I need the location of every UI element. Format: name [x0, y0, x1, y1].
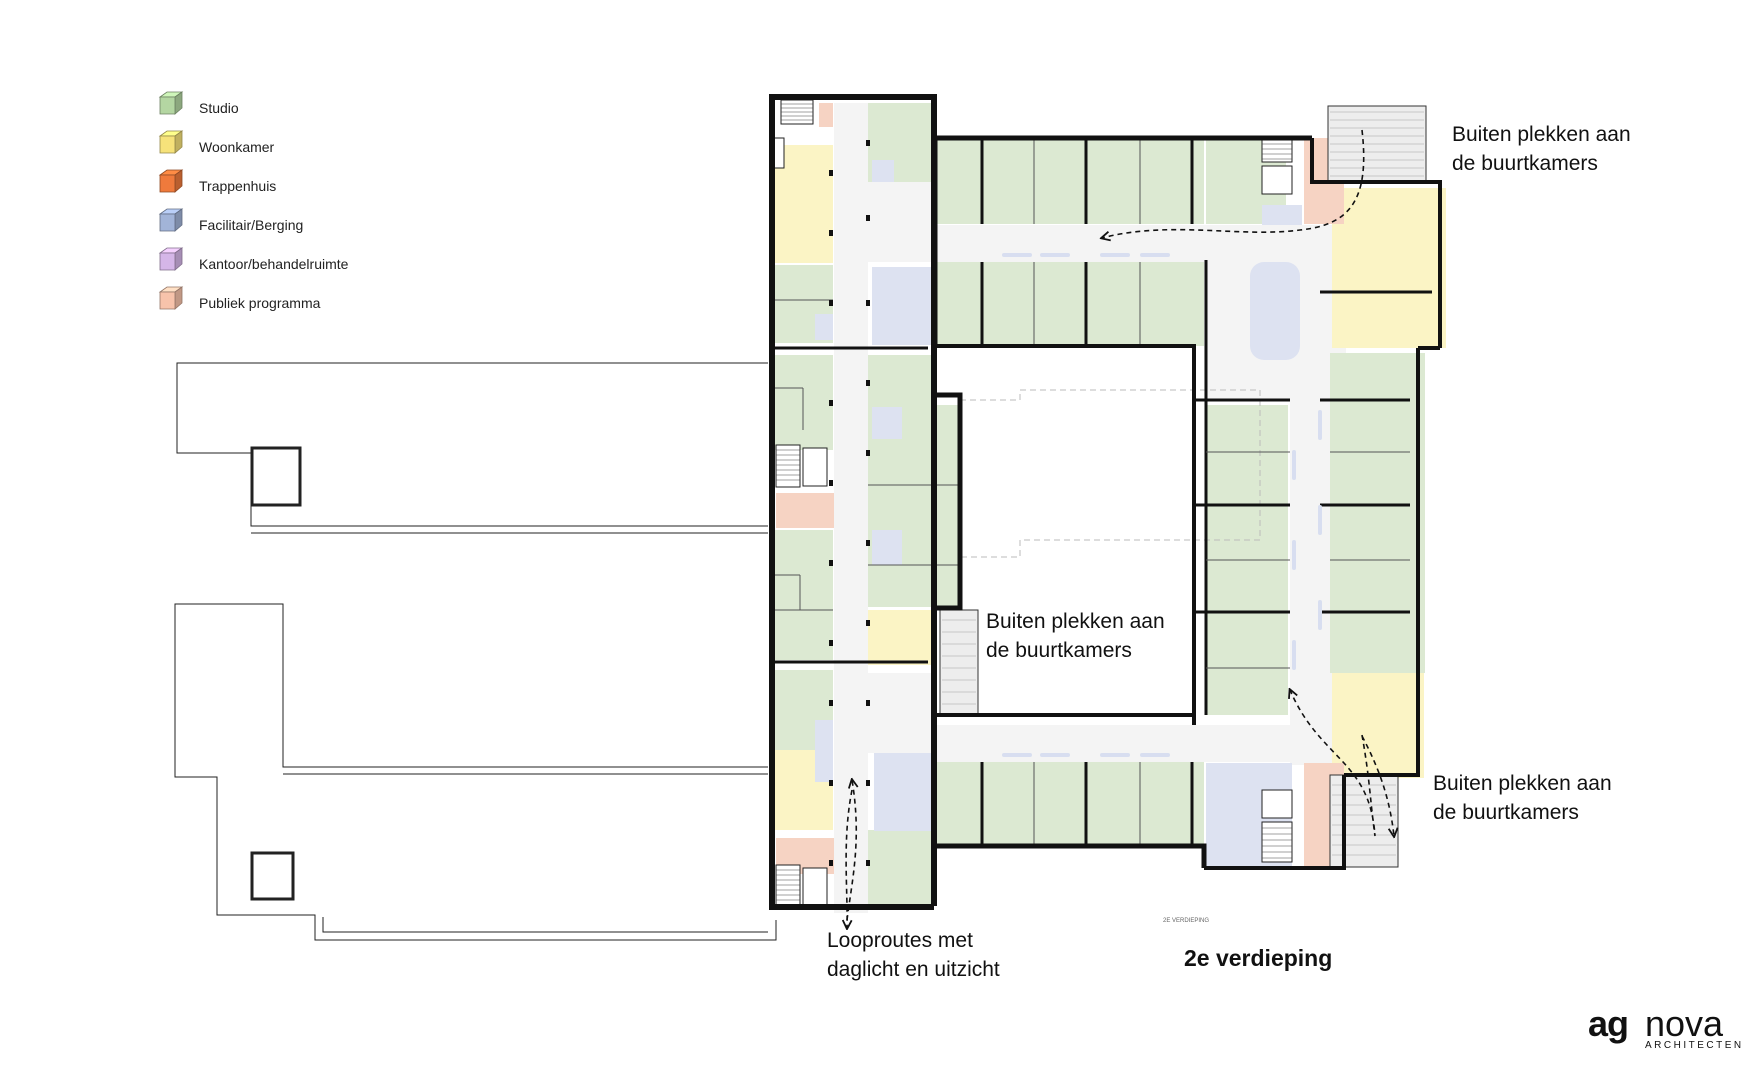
facilitair-swatch-icon	[158, 208, 184, 232]
terrace-hatching	[942, 111, 1424, 856]
courtyard-dashed	[960, 389, 1261, 558]
logo-nova: nova	[1645, 1003, 1724, 1044]
lift-icon	[1261, 789, 1293, 819]
route-arrows	[846, 129, 1394, 928]
studio-swatch-icon	[158, 91, 184, 115]
legend-label: Kantoor/behandelruimte	[199, 256, 349, 272]
annotation-line: Buiten plekken aan	[986, 610, 1165, 633]
kantoor-swatch-icon	[158, 247, 184, 271]
corridor-columns	[829, 140, 870, 866]
route-arrow-terrace	[1361, 735, 1394, 836]
shaft-box	[250, 446, 302, 507]
stair-icon	[775, 864, 801, 908]
logo-sub: ARCHITECTEN	[1645, 1040, 1744, 1051]
annotation-line: Buiten plekken aan	[1433, 772, 1612, 795]
legend-label: Publiek programma	[199, 295, 321, 311]
terrace-courtyard	[939, 609, 979, 716]
route-arrow-corridor-up	[846, 780, 856, 921]
stair-treads	[776, 103, 1292, 901]
annotation-line: daglicht en uitzicht	[827, 958, 1000, 981]
annotation-routes: Looproutes met daglicht en uitzicht	[827, 926, 1000, 984]
annotation-line: de buurtkamers	[1452, 152, 1598, 175]
lift-icon	[1261, 165, 1293, 195]
annotation-line: de buurtkamers	[986, 639, 1132, 662]
shaft-box	[250, 851, 295, 901]
woonkamer-swatch-icon	[158, 130, 184, 154]
trappenhuis-swatch-icon	[158, 169, 184, 193]
thin-walls	[775, 138, 1410, 846]
annotation-line: de buurtkamers	[1433, 801, 1579, 824]
logo-ag: ag	[1588, 1003, 1629, 1044]
floor-title: 2e verdieping	[1184, 945, 1333, 971]
route-arrow-corridor-down	[846, 789, 853, 928]
lift-icon	[802, 447, 828, 487]
terrace-bottom-right	[1329, 774, 1399, 868]
publiek-swatch-icon	[158, 286, 184, 310]
window-marks	[1002, 253, 1322, 757]
route-arrow-top	[1102, 129, 1365, 238]
annotation-line: Buiten plekken aan	[1452, 123, 1631, 146]
legend-label: Woonkamer	[199, 139, 275, 155]
lift-icon	[802, 867, 828, 907]
exterior-walls	[769, 94, 1442, 910]
legend-label: Facilitair/Berging	[199, 217, 304, 233]
legend-label: Trappenhuis	[199, 178, 277, 194]
stair-icon	[1261, 821, 1293, 863]
annotation-line: Looproutes met	[827, 929, 973, 952]
stair-icon	[775, 444, 801, 488]
legend-label: Studio	[199, 100, 239, 116]
neighbour-outline	[174, 362, 777, 941]
floor-small-label: 2E VERDIEPING	[1163, 918, 1210, 924]
interior-walls	[775, 138, 1432, 846]
woonkamer-rooms	[775, 145, 1446, 830]
annotation-bottom-right: Buiten plekken aan de buurtkamers	[1433, 769, 1612, 827]
annotation-courtyard: Buiten plekken aan de buurtkamers	[986, 607, 1165, 665]
annotation-top-right: Buiten plekken aan de buurtkamers	[1452, 120, 1631, 178]
